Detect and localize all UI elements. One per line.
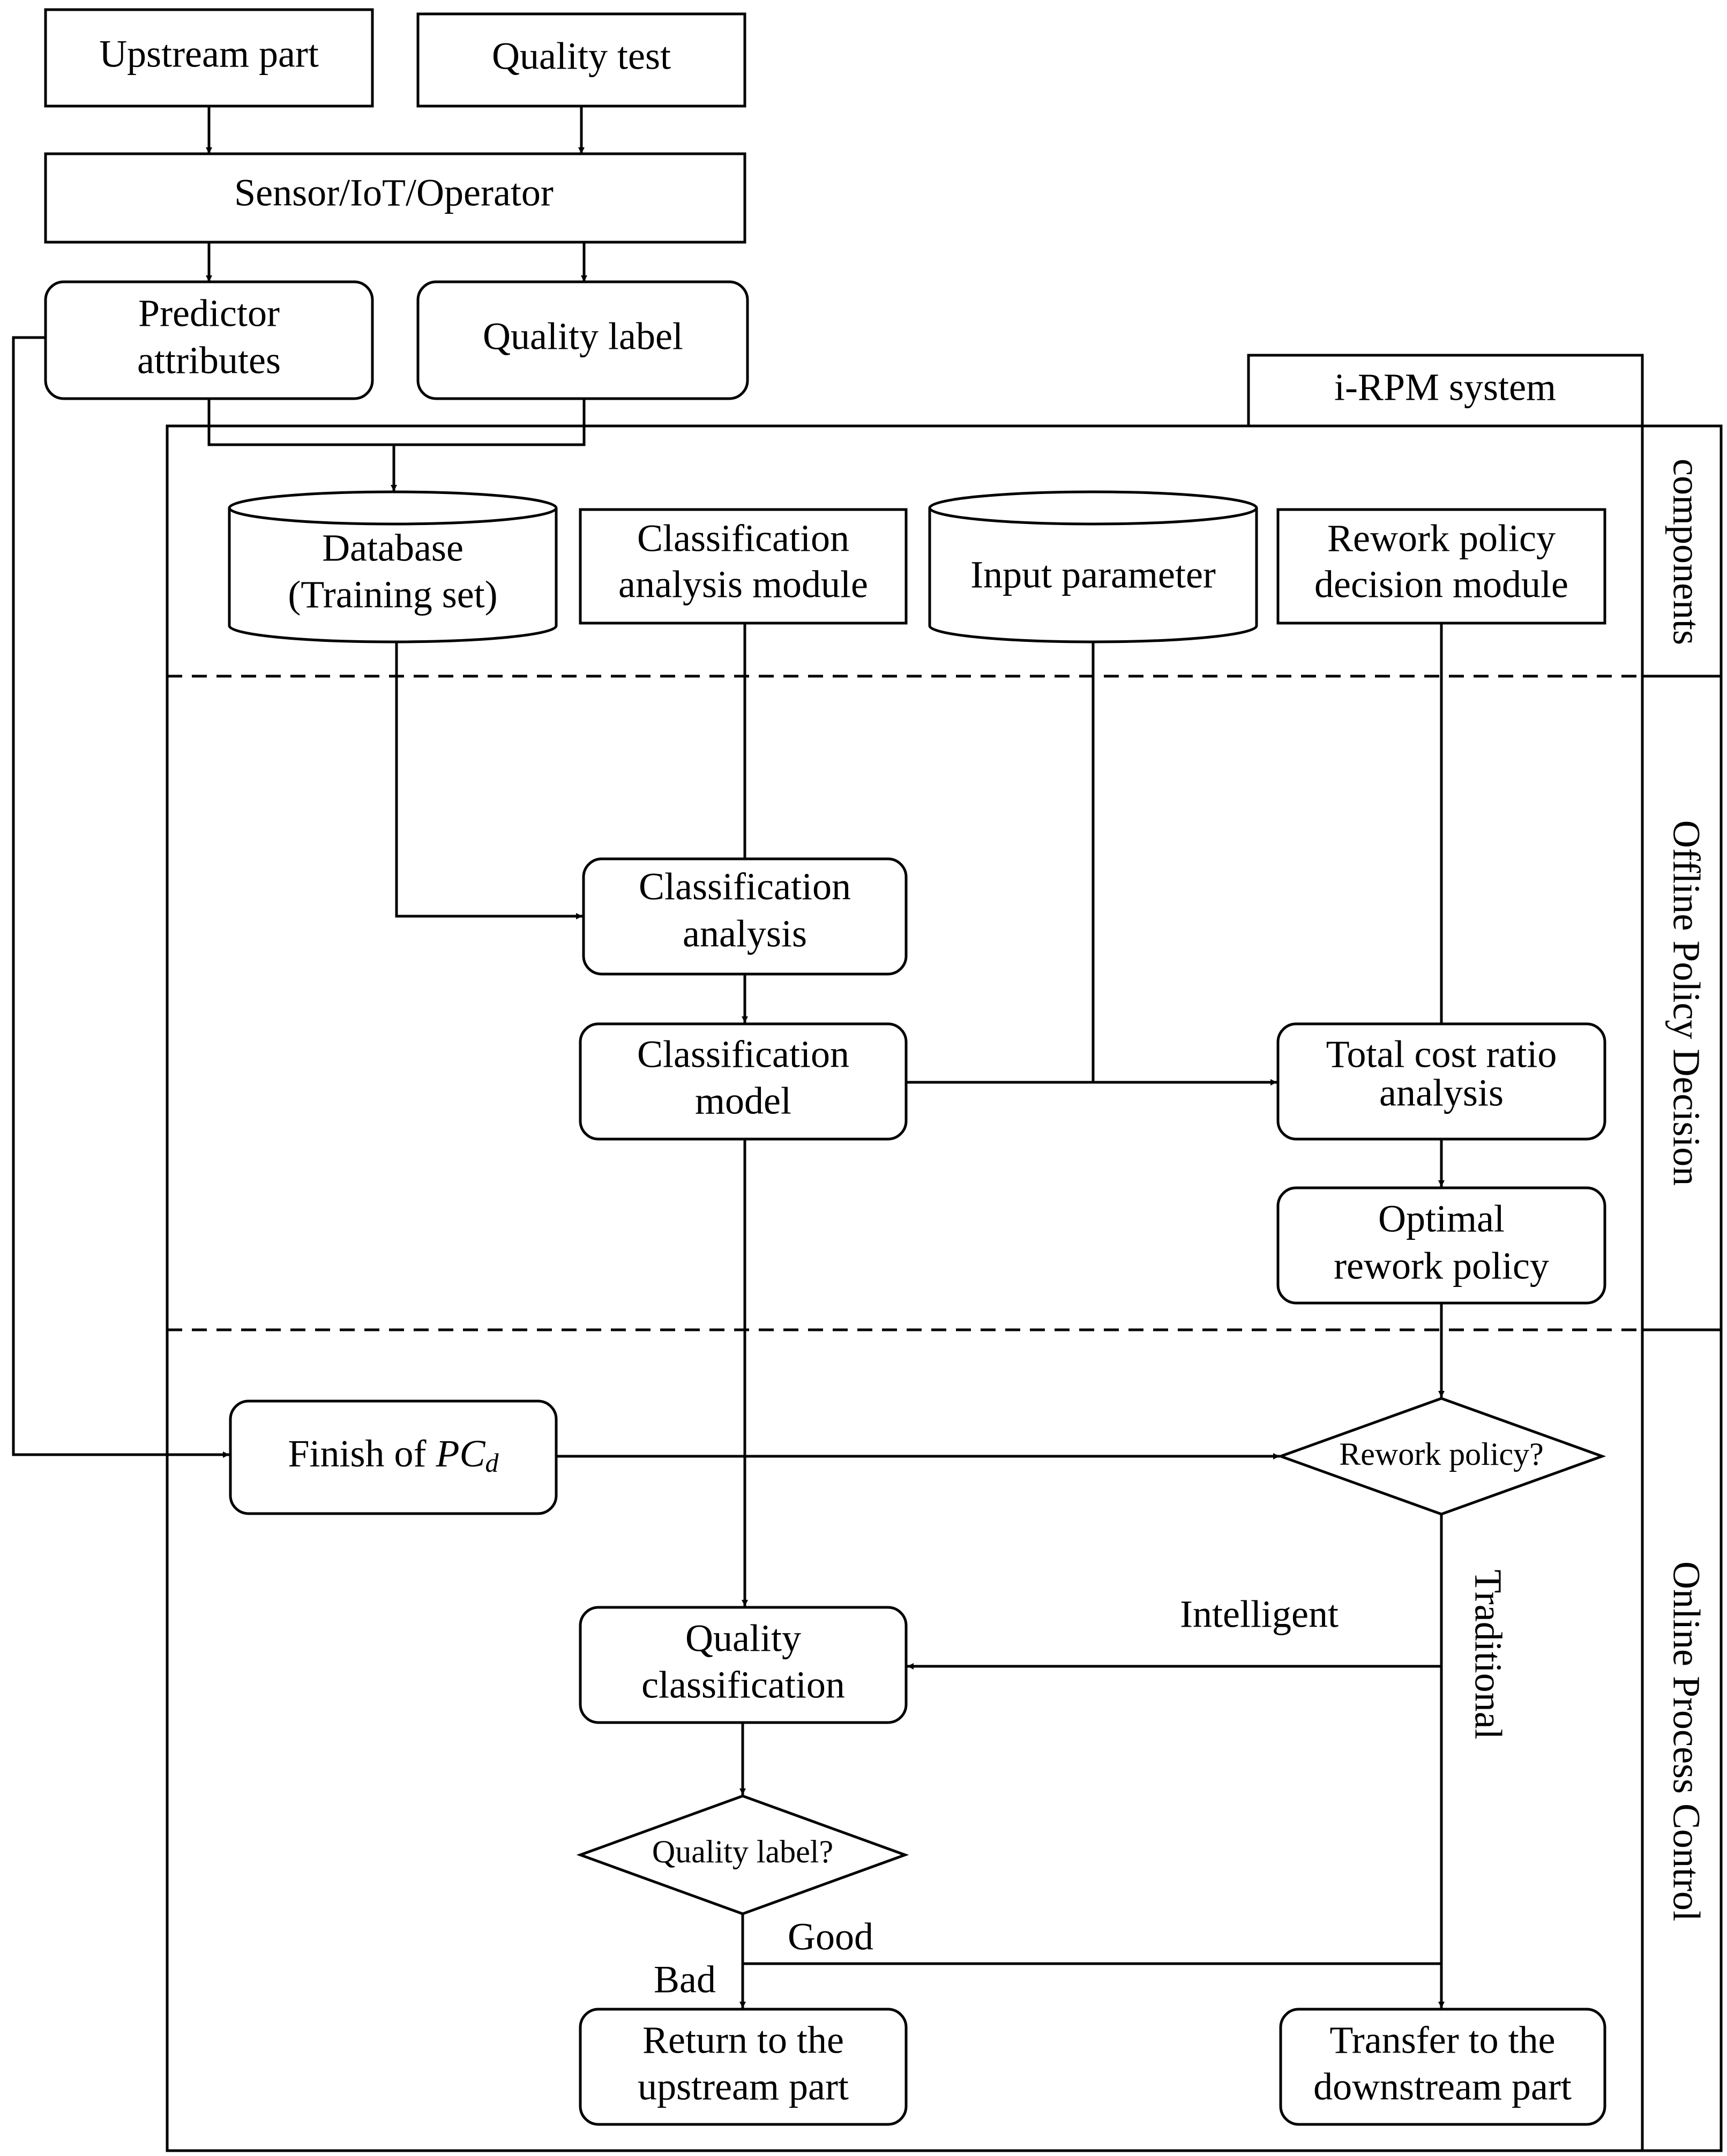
upstream-part-label: Upstream part (99, 33, 319, 76)
sensor-box (44, 152, 746, 244)
quality-label-decision-label: Quality label? (652, 1834, 833, 1869)
total-cost-label-line1: Total cost ratio (1326, 1033, 1557, 1076)
classification-module-label-line2: analysis module (618, 563, 868, 606)
predictor-label-line1: Predictor (138, 292, 280, 335)
predictor-to-database-line (207, 399, 586, 446)
section-label-online: Online Process Control (1665, 1561, 1708, 1921)
bad-branch-label: Bad (654, 1958, 716, 2001)
database-label-line2: (Training set) (288, 573, 497, 616)
total-cost-label-line2: analysis (1379, 1072, 1504, 1114)
rework-module-label-line1: Rework policy (1327, 517, 1556, 560)
input-parameter-label: Input parameter (970, 553, 1216, 596)
classification-model-label-line2: model (695, 1080, 791, 1122)
database-label-line1: Database (322, 527, 463, 570)
i-rpm-system-frame (166, 424, 1723, 2152)
rework-policy-diamond (1276, 1397, 1606, 1516)
i-rpm-system-tab (1247, 354, 1644, 428)
rework-module-label-line2: decision module (1314, 563, 1568, 606)
quality-label-diamond (576, 1794, 909, 1915)
classification-analysis-label-line2: analysis (683, 912, 807, 955)
good-branch-label: Good (788, 1915, 873, 1958)
classification-model-label-line1: Classification (637, 1033, 849, 1076)
database-to-analysis-arrow (395, 642, 582, 919)
transfer-downstream-box (1279, 2008, 1606, 2126)
optimal-label-line2: rework policy (1334, 1245, 1549, 1287)
predictor-to-finish-arrow (12, 336, 229, 1458)
optimal-label-line1: Optimal (1378, 1197, 1505, 1240)
quality-test-label: Quality test (492, 35, 671, 78)
finish-label-subscript: d (485, 1448, 499, 1478)
transfer-downstream-label-line1: Transfer to the (1329, 2019, 1555, 2062)
sensor-label: Sensor/IoT/Operator (234, 171, 554, 214)
traditional-branch-label: Traditional (1467, 1569, 1509, 1739)
transfer-downstream-label-line2: downstream part (1313, 2065, 1572, 2108)
quality-label-text: Quality label (483, 315, 683, 358)
section-label-components: components (1665, 459, 1708, 645)
system-title: i-RPM system (1334, 366, 1556, 409)
quality-classification-label-line1: Quality (685, 1617, 801, 1660)
finish-label-prefix: Finish of (288, 1432, 436, 1475)
finish-label-variable: PC (436, 1432, 486, 1475)
classification-module-box (579, 508, 908, 625)
classification-analysis-label-line1: Classification (639, 865, 851, 908)
predictor-label-line2: attributes (137, 339, 281, 382)
section-label-offline: Offline Policy Decision (1665, 820, 1708, 1186)
intelligent-branch-label: Intelligent (1180, 1593, 1339, 1636)
intelligent-path-arrow (907, 1514, 1443, 1670)
return-upstream-label-line2: upstream part (638, 2065, 849, 2108)
return-upstream-box (579, 2008, 908, 2126)
quality-classification-label-line2: classification (641, 1664, 845, 1706)
rework-policy-decision-label: Rework policy? (1339, 1436, 1544, 1472)
database-cylinder (228, 490, 558, 643)
classification-module-label-line1: Classification (637, 517, 849, 560)
finish-label: Finish of PCd (288, 1432, 499, 1478)
return-upstream-label-line1: Return to the (642, 2019, 844, 2062)
